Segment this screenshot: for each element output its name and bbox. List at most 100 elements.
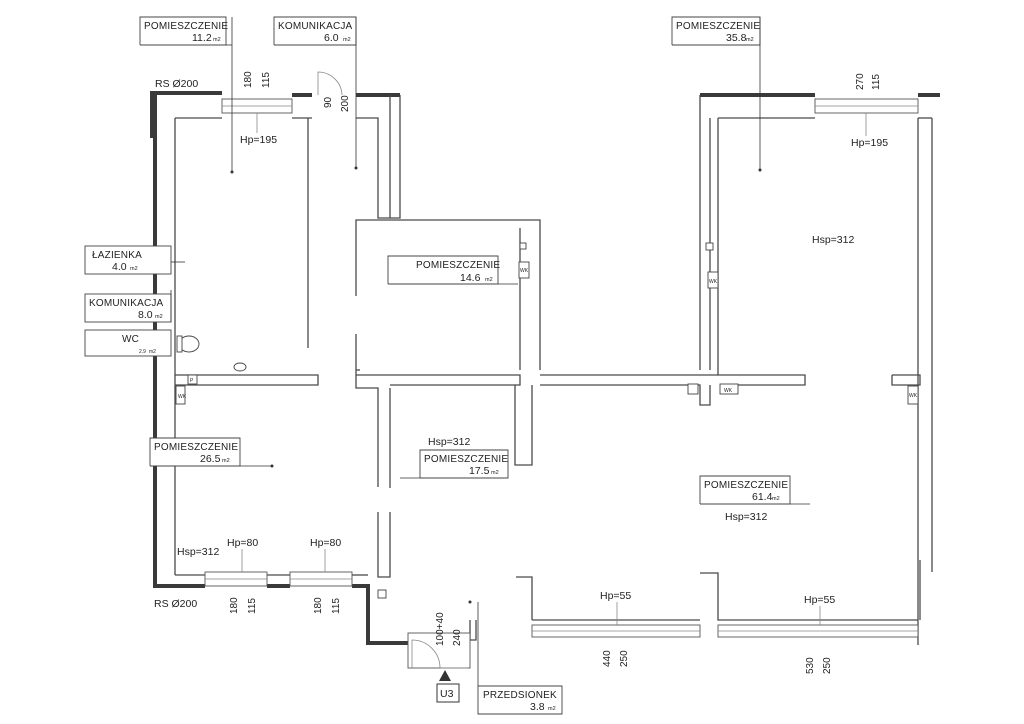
wall-entry-right-b (516, 576, 533, 620)
room-name: KOMUNIKACJA (278, 21, 353, 32)
wall-mid-v1 (355, 334, 379, 487)
room-name: POMIESZCZENIE (416, 260, 500, 271)
room-unit: m2 (213, 37, 221, 43)
room-unit: m2 (772, 496, 780, 502)
sill-height-label: Hp=195 (851, 137, 888, 149)
windows (204, 98, 919, 669)
outer-wall-bottom-entry (352, 584, 408, 645)
room-area: 14.6 (460, 272, 481, 284)
room-unit: m2 (222, 458, 230, 464)
room-unit: m2 (155, 314, 163, 320)
wk-tag: WK (724, 388, 733, 394)
entrance-label: U3 (440, 688, 454, 700)
dim-label: 250 (619, 650, 630, 667)
sill-height-label: Hp=195 (240, 134, 277, 146)
room-unit: m2 (548, 706, 556, 712)
walls (150, 91, 940, 645)
door-swing-top (317, 71, 343, 96)
wk-tag: WK (909, 393, 918, 399)
wall-mid-h1 (175, 374, 319, 386)
room-name: POMIESZCZENIE (704, 480, 788, 491)
wall-mid-h2 (356, 374, 521, 386)
room-area: 8.0 (138, 309, 153, 321)
dim-label: 240 (452, 629, 463, 646)
entrance-arrow-icon (439, 670, 451, 681)
room-label-pomieszczenie-61: POMIESZCZENIE 61.4 m2 (699, 475, 810, 505)
room-label-pomieszczenie-17: POMIESZCZENIE 17.5 m2 (400, 449, 509, 479)
room-label-wc: WC 2.9 m2 (84, 329, 172, 357)
room-area: 4.0 (112, 261, 127, 273)
room-label-lazienka: ŁAZIENKA 4.0 m2 (84, 245, 185, 275)
room-unit: m2 (149, 349, 156, 355)
room-name: PRZEDSIONEK (483, 690, 557, 701)
room-name: WC (122, 334, 139, 345)
dim-label: 115 (331, 598, 342, 614)
sill-height-label: Hp=55 (600, 590, 631, 602)
room-label-pomieszczenie-35: POMIESZCZENIE 35.8 m2 (671, 16, 762, 172)
room-unit: m2 (485, 277, 493, 283)
room-label-komunikacja-6: KOMUNIKACJA 6.0 m2 (273, 16, 358, 170)
doors (317, 71, 468, 669)
room-label-pomieszczenie-14: POMIESZCZENIE 14.6 m2 (387, 255, 518, 285)
room-146-top (355, 219, 541, 370)
room-area: 6.0 (324, 32, 339, 44)
room-area: 61.4 (752, 491, 773, 503)
room-name: POMIESZCZENIE (154, 442, 238, 453)
inner-wall-top-c (356, 95, 391, 219)
room-name: POMIESZCZENIE (144, 21, 228, 32)
dim-label: 180 (229, 597, 240, 614)
ceiling-height-label: Hsp=312 (725, 511, 767, 523)
ceiling-height-label: Hsp=312 (812, 234, 854, 246)
entrance-marker: U3 (436, 670, 460, 703)
wall-entry-right (469, 620, 477, 641)
room-area: 3.8 (530, 701, 545, 713)
p-tag: P (190, 378, 194, 384)
room-label-komunikacja-8: KOMUNIKACJA 8.0 m2 (84, 290, 172, 323)
room-name: ŁAZIENKA (92, 250, 142, 261)
dim-label: 530 (805, 657, 816, 674)
wall-mid-h4 (540, 384, 711, 406)
wk-tag: WK (709, 279, 718, 285)
room-area: 11.2 (192, 32, 212, 44)
dim-label: 115 (247, 598, 258, 614)
room-area: 35.8 (726, 32, 747, 44)
dim-label: 200 (340, 95, 351, 112)
dim-label: 90 (323, 96, 334, 108)
wk-tags: WK WK WK WK WK (175, 242, 919, 599)
dim-label: 115 (261, 72, 272, 88)
sill-height-label: Hp=80 (227, 537, 258, 549)
dim-label: 250 (822, 657, 833, 674)
p-box (187, 374, 198, 385)
wall-mid-h3 (540, 374, 806, 386)
toilet-tank (176, 335, 183, 353)
ventilation-label: RS Ø200 (155, 78, 198, 90)
room-area: 17.5 (469, 465, 490, 477)
wk-tag: WK (520, 268, 529, 274)
room-name: POMIESZCZENIE (676, 21, 760, 32)
wall-door-17 (514, 385, 533, 466)
room-area: 26.5 (200, 453, 221, 465)
sill-height-label: Hp=55 (804, 594, 835, 606)
ceiling-height-label: Hsp=312 (177, 546, 219, 558)
dim-label: 115 (871, 74, 882, 90)
room-label-przedsionek: PRZEDSIONEK 3.8 m2 (468, 600, 563, 715)
dimension-labels: 180 115 90 200 270 115 180 115 180 115 1… (229, 71, 882, 674)
room-name: POMIESZCZENIE (424, 454, 508, 465)
room-area: 2.9 (139, 349, 146, 355)
room-label-pomieszczenie-11: POMIESZCZENIE 11.2 m2 (139, 16, 234, 174)
wall-bottom-right-2 (700, 572, 918, 621)
dim-label: 180 (243, 71, 254, 88)
room-unit: m2 (491, 470, 499, 476)
door-swing-entry (411, 639, 441, 669)
room-labels: POMIESZCZENIE 11.2 m2 KOMUNIKACJA 6.0 m2… (84, 16, 810, 715)
room-label-pomieszczenie-26: POMIESZCZENIE 26.5 m2 (149, 437, 274, 468)
wall-right-h (891, 374, 921, 386)
ceiling-height-label: Hsp=312 (428, 436, 470, 448)
dim-label: 440 (602, 650, 613, 667)
ventilation-labels: RS Ø200 RS Ø200 (154, 78, 198, 610)
wk-tag: WK (178, 394, 187, 400)
height-labels: Hp=195 Hp=195 Hsp=312 Hsp=312 Hsp=312 Hs… (177, 113, 888, 625)
room-unit: m2 (746, 37, 754, 43)
entry-door-frame (407, 632, 471, 669)
